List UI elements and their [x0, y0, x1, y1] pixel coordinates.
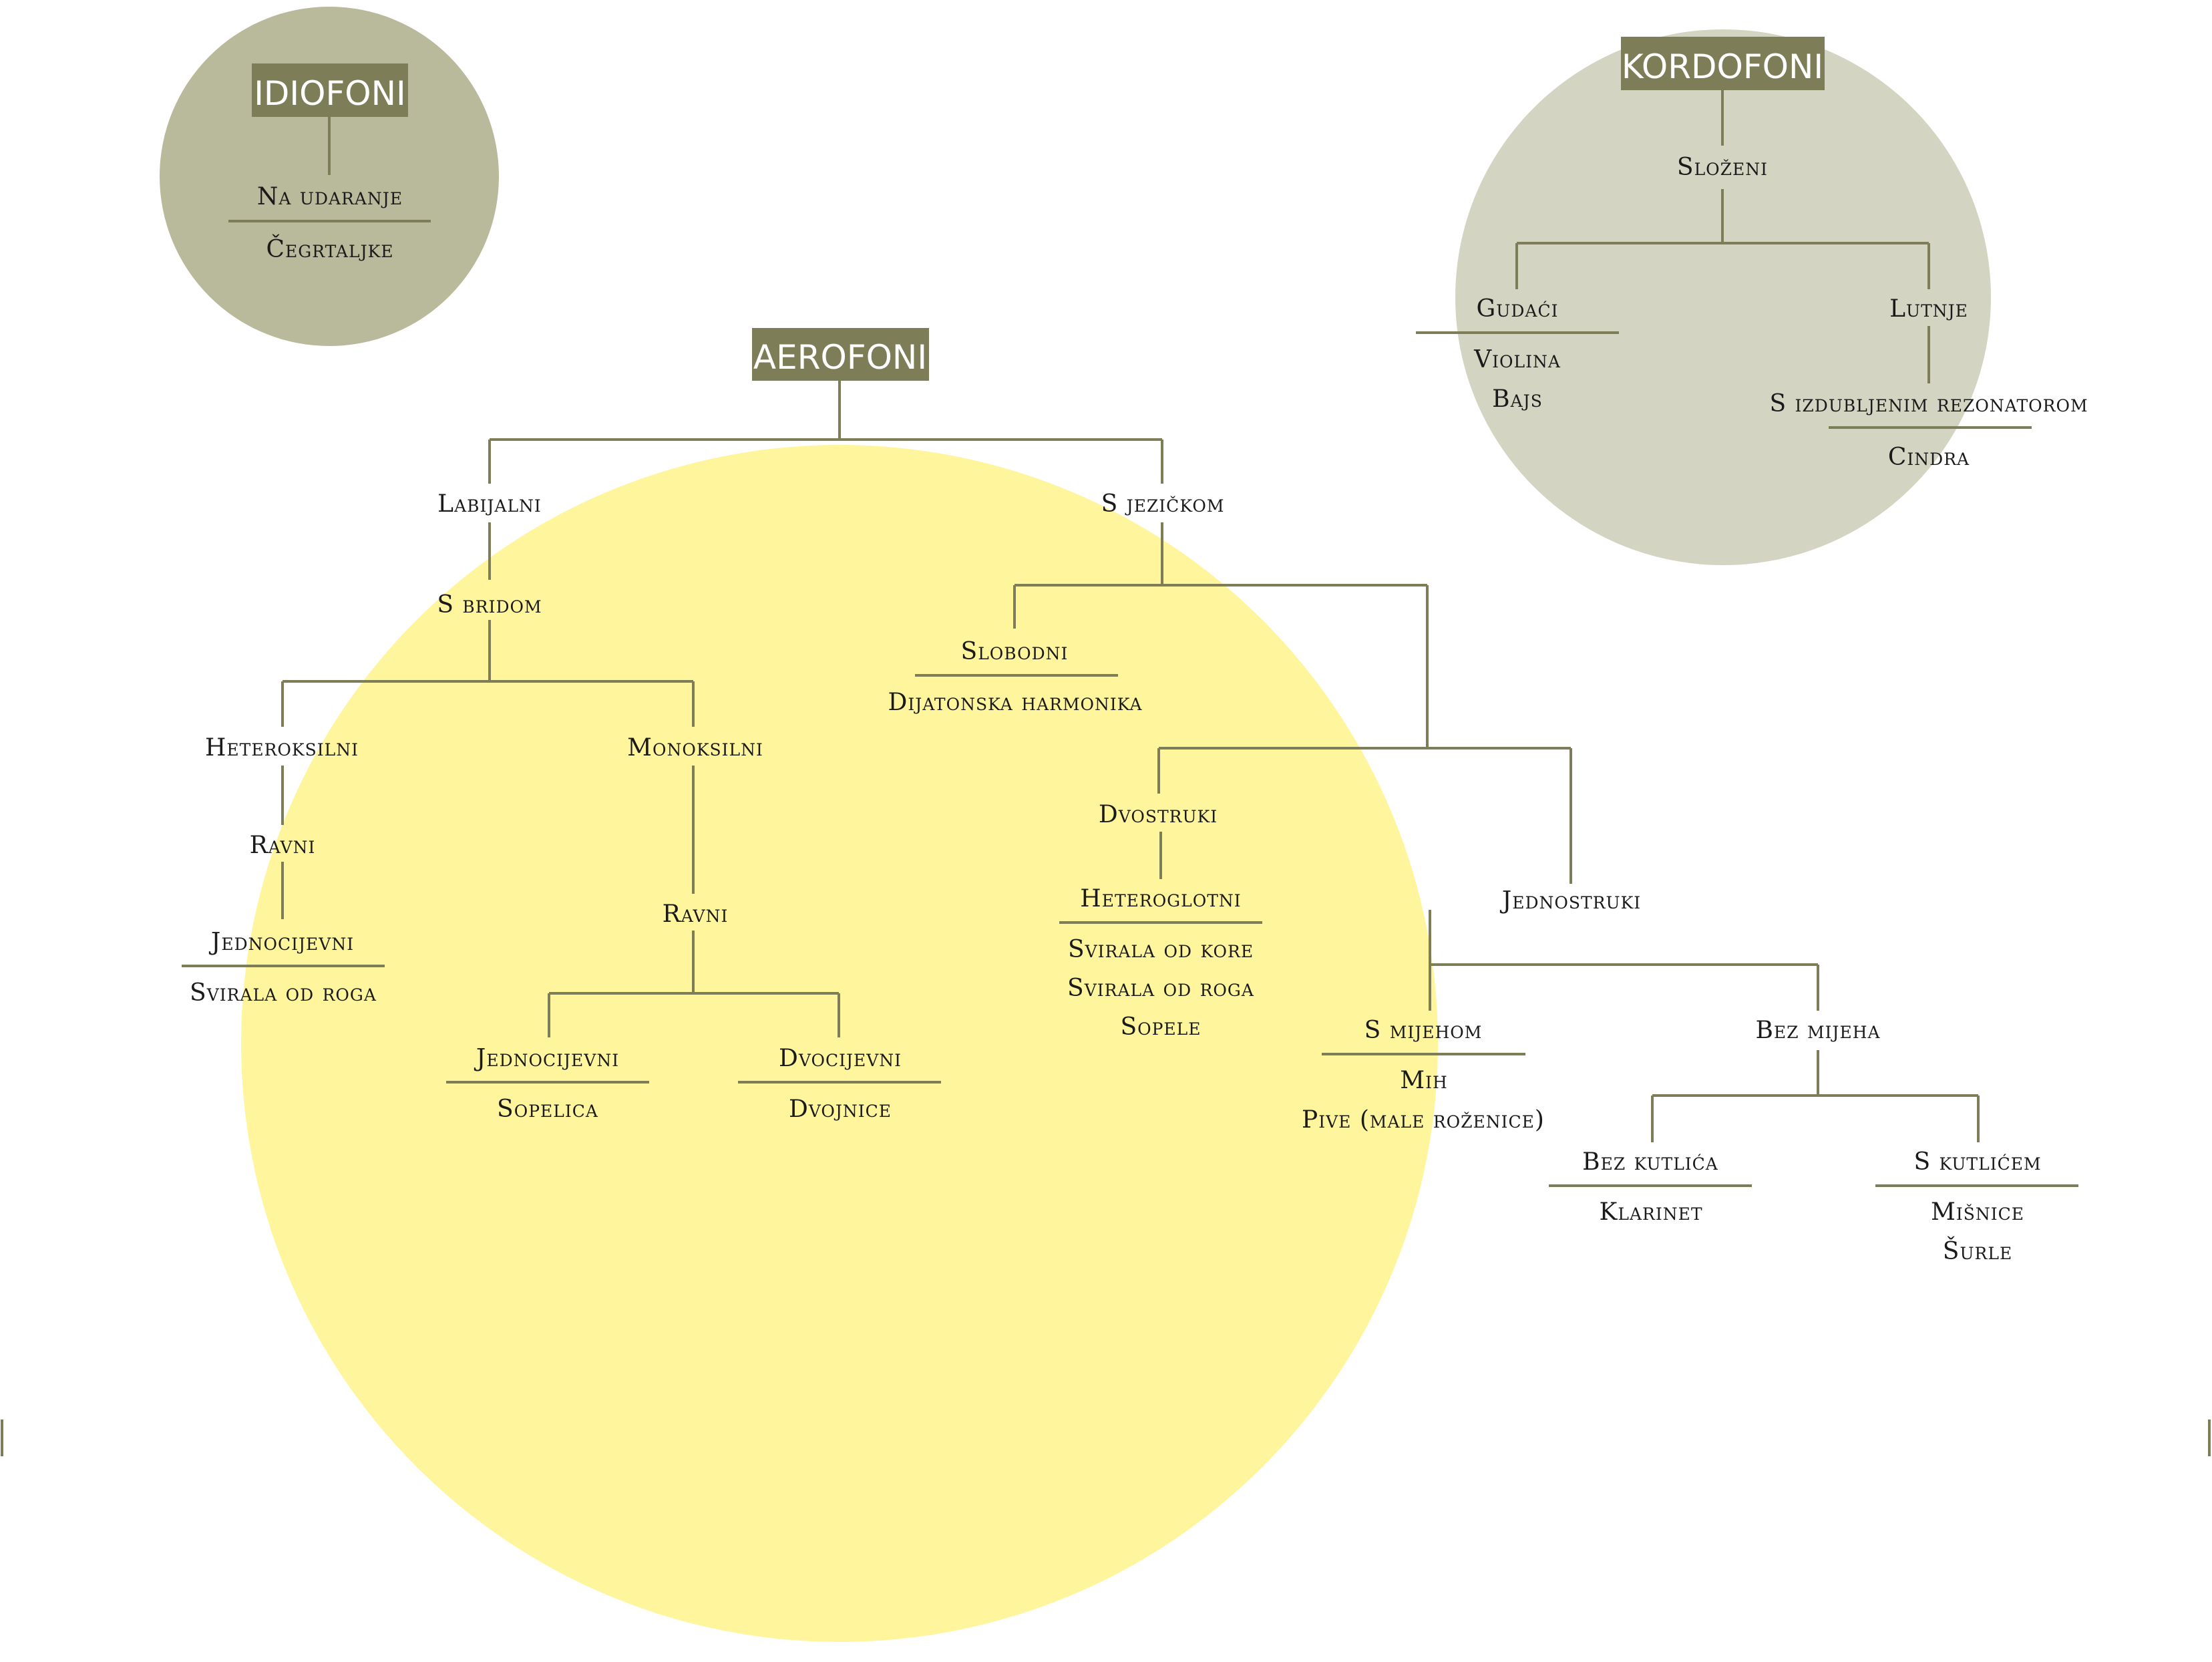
- node-cindra: Cindra: [1888, 444, 1970, 471]
- node-s-bridom: S bridom: [437, 591, 542, 619]
- node-mih: Mih: [1400, 1067, 1448, 1094]
- node-monoksilni: Monoksilni: [627, 734, 763, 762]
- node-lutnje: Lutnje: [1889, 295, 1968, 323]
- node-labijalni: Labijalni: [437, 490, 542, 518]
- kordofoni-header: KORDOFONI: [1622, 47, 1823, 86]
- node-jednocijevni-2: Jednocijevni: [474, 1045, 619, 1072]
- node-na-udaranje: Na udaranje: [257, 183, 403, 210]
- node-dvocijevni: Dvocijevni: [779, 1045, 902, 1072]
- kordofoni-connectors: [1515, 90, 1930, 383]
- node-ravni-2: Ravni: [663, 900, 729, 928]
- node-dijatonska-harmonika: Dijatonska harmonika: [888, 689, 1142, 716]
- idiofoni-header: IDIOFONI: [254, 74, 406, 113]
- node-sopelica: Sopelica: [497, 1096, 598, 1123]
- node-klarinet: Klarinet: [1599, 1198, 1702, 1226]
- node-misnice: Mišnice: [1931, 1198, 2024, 1226]
- node-heteroglotni: Heteroglotni: [1080, 885, 1241, 912]
- node-pive: Pive (male roženice): [1302, 1106, 1545, 1134]
- node-slozeni: Složeni: [1677, 154, 1768, 181]
- aerofoni-connectors: [281, 381, 1980, 1142]
- aerofoni-circle: [241, 445, 1438, 1642]
- node-s-izdubljenim-rezonatorom: S izdubljenim rezonatorom: [1769, 390, 2088, 418]
- node-bez-kutlica: Bez kutlića: [1582, 1148, 1718, 1176]
- node-surle: Šurle: [1943, 1237, 2012, 1265]
- node-s-jezickom: S jezičkom: [1101, 490, 1225, 518]
- kordofoni-header-box: [1621, 37, 1825, 90]
- idiofoni-circle: [160, 7, 499, 346]
- node-violina: Violina: [1473, 346, 1561, 373]
- node-jednocijevni-1: Jednocijevni: [208, 929, 354, 956]
- node-heteroksilni: Heteroksilni: [205, 734, 359, 762]
- aerofoni-group: AEROFONI Labijalni S bridom Heteroksilni…: [182, 328, 2078, 1265]
- node-dvojnice: Dvojnice: [789, 1096, 892, 1123]
- node-s-mijehom: S mijehom: [1364, 1017, 1483, 1044]
- node-jednostruki: Jednostruki: [1499, 887, 1641, 915]
- idiofoni-header-box: [252, 63, 408, 117]
- node-ravni-1: Ravni: [250, 832, 316, 859]
- aerofoni-header: AEROFONI: [753, 338, 927, 377]
- node-dvostruki: Dvostruki: [1099, 801, 1218, 828]
- kordofoni-group: KORDOFONI Složeni Gudaći Violina Bajs Lu…: [1416, 37, 2088, 471]
- node-bajs: Bajs: [1492, 385, 1543, 413]
- node-svirala-od-kore: Svirala od kore: [1068, 936, 1254, 963]
- node-slobodni: Slobodni: [961, 638, 1069, 665]
- node-svirala-od-roga-2: Svirala od roga: [1067, 975, 1254, 1002]
- node-bez-mijeha: Bez mijeha: [1755, 1017, 1880, 1044]
- node-s-kutlicem: S kutlićem: [1913, 1148, 2041, 1176]
- node-gudaci: Gudaći: [1477, 295, 1559, 323]
- node-sopele: Sopele: [1120, 1013, 1201, 1041]
- aerofoni-header-box: [752, 328, 929, 381]
- node-svirala-od-roga-1: Svirala od roga: [190, 979, 377, 1007]
- kordofoni-circle: [1455, 29, 1991, 565]
- node-cegrtaljke: Čegrtaljke: [266, 235, 393, 263]
- idiofoni-group: IDIOFONI Na udaranje Čegrtaljke: [228, 63, 431, 263]
